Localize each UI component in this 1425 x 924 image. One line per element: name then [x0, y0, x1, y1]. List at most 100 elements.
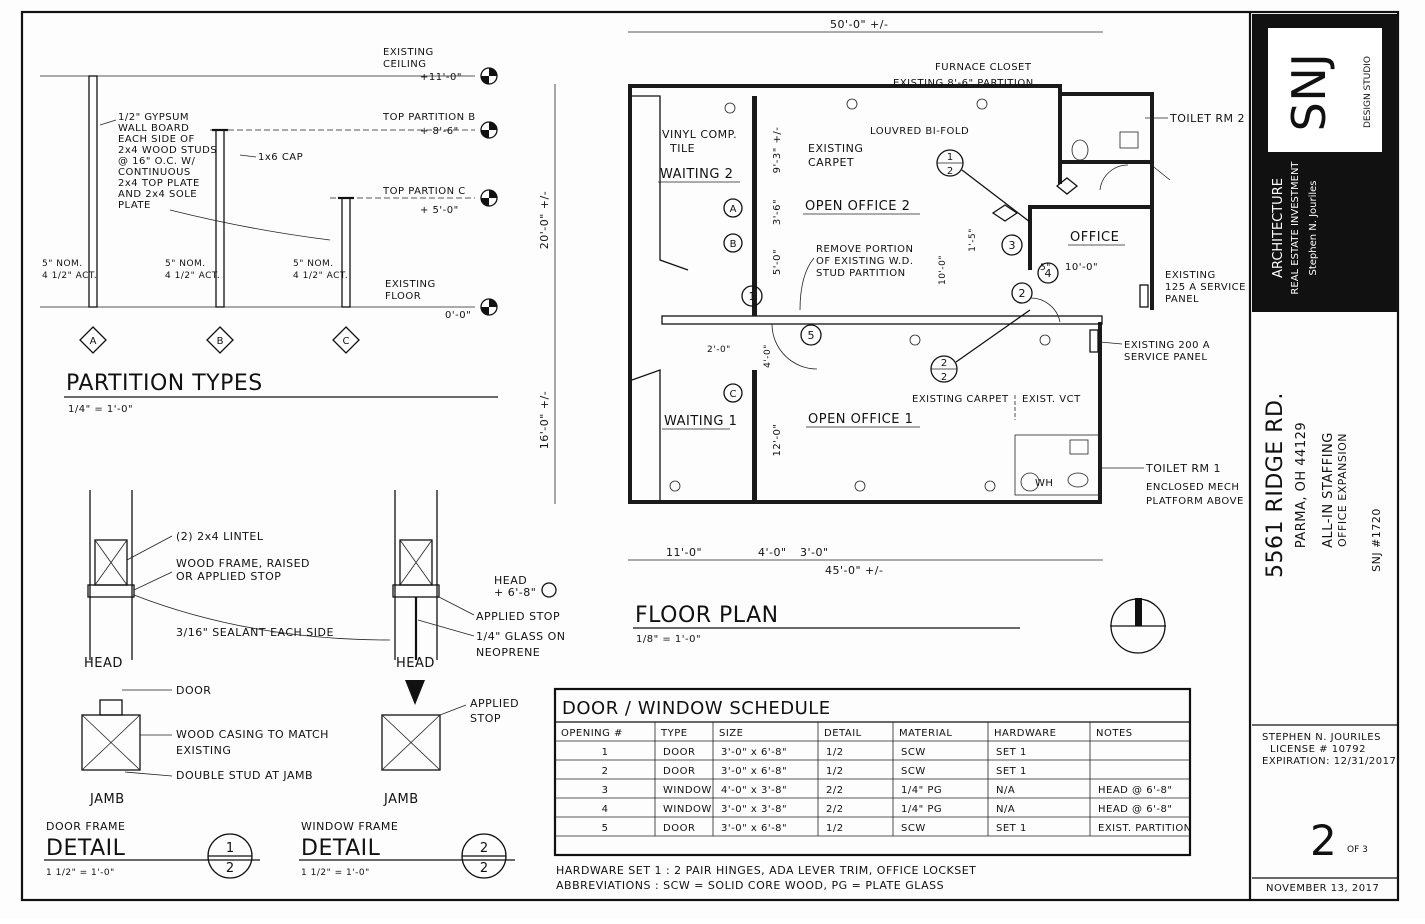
project-number: SNJ #1720	[1370, 508, 1383, 572]
partition-tag-c-label: C	[343, 336, 350, 347]
fixture-1	[724, 102, 736, 114]
window-tag-c-label: C	[730, 389, 737, 400]
wall-south	[628, 500, 1102, 504]
dim-4-0: 4'-0"	[763, 344, 773, 368]
schedule-cell: 4'-0" x 3'-8"	[721, 785, 787, 796]
schedule-cell: DOOR	[663, 747, 695, 758]
window-head-level-symbol	[541, 582, 557, 598]
door-detail-title1: DOOR FRAME	[46, 820, 125, 833]
project-desc-line1: ALL-IN STAFFING	[1321, 432, 1336, 548]
wall-office-west	[1028, 205, 1032, 270]
partition-tag-b-diamond	[206, 326, 234, 354]
window-note-neoprene: NEOPRENE	[476, 646, 540, 659]
partition-note-7: 2x4 TOP PLATE	[118, 178, 200, 189]
wall-toilet2-south	[1058, 160, 1153, 164]
schedule-cell: HEAD @ 6'-8"	[1098, 785, 1172, 796]
dim-5in: 5"	[1040, 263, 1051, 273]
partition-a	[88, 75, 98, 308]
schedule-cell: WINDOW	[663, 804, 712, 815]
logo-side-text: DESIGN STUDIO	[1363, 56, 1373, 128]
level-ceiling-label2: CEILING	[383, 59, 427, 70]
label-carpet: CARPET	[808, 156, 854, 169]
door-jamb-label: JAMB	[89, 792, 125, 807]
window-frame-detail: HEAD JAMB WINDOW FRAME DETAIL 1 1/2" = 1…	[299, 490, 565, 879]
window-tag-a: A	[723, 198, 743, 218]
door-tag-3-circle	[1001, 234, 1023, 256]
section-ref-2-sheet: 2	[941, 372, 947, 383]
window-tag-b: B	[723, 233, 743, 253]
dim-top: 50'-0" +/-	[830, 18, 888, 31]
partition-note-6: CONTINUOUS	[118, 167, 191, 178]
schedule-cell: 1/4" PG	[901, 804, 942, 815]
partition-tag-a-label: A	[90, 336, 97, 347]
license-line2: LICENSE # 10792	[1270, 744, 1366, 755]
window-tag-corridor	[1055, 177, 1079, 195]
room-open-office2: OPEN OFFICE 2	[805, 199, 910, 214]
toilet1-wc	[1067, 472, 1089, 488]
sheet-number: 2	[1310, 816, 1337, 865]
level-b-elev: + 8'-6"	[420, 126, 459, 137]
schedule-cell: 1/4" PG	[901, 785, 942, 796]
dim-bottom-1: 11'-0"	[666, 546, 702, 559]
label-existing-carpet2: EXISTING CARPET	[912, 394, 1009, 405]
level-symbol-b-fill	[481, 122, 497, 138]
firm-line2: REAL ESTATE INVESTMENT	[1290, 161, 1301, 295]
door-tag-2-circle	[1011, 282, 1033, 304]
water-heater	[1020, 472, 1040, 492]
schedule-cell: 5	[602, 823, 609, 834]
dim-left-lower: 16'-0" +/-	[538, 391, 551, 449]
label-furnace: FURNACE CLOSET	[935, 62, 1032, 73]
label-existing-carpet: EXISTING	[808, 142, 863, 155]
toilet1-room	[1014, 434, 1101, 496]
door-tag-2-label: 2	[1019, 287, 1026, 300]
schedule-cell: WINDOW	[663, 785, 712, 796]
fixture-2	[846, 98, 858, 110]
fixture-5	[1039, 334, 1051, 346]
fixture-6	[854, 480, 866, 492]
door-tag-5: 5	[800, 324, 822, 346]
dim-12-0: 12'-0"	[772, 423, 783, 456]
door-swing-5	[771, 323, 818, 370]
floor-plan-title: FLOOR PLAN	[635, 603, 779, 628]
window-detail-title1: WINDOW FRAME	[301, 820, 398, 833]
bay-window-lower	[631, 369, 661, 500]
dim-1-5: 1'-5"	[968, 228, 978, 252]
act-c: 4 1/2" ACT.	[293, 271, 348, 281]
level-floor: EXISTING FLOOR 0'-0"	[385, 279, 498, 321]
door-tag-5-circle	[800, 324, 822, 346]
partition-types: 1/2" GYPSUM WALL BOARD EACH SIDE OF 2x4 …	[40, 47, 498, 415]
level-symbol-floor-fill	[481, 299, 497, 315]
door-tag-4: 4	[1037, 262, 1059, 284]
sheet-of: OF 3	[1347, 845, 1368, 855]
wall-west	[628, 84, 632, 504]
door-tag-3: 3	[1001, 234, 1023, 256]
partition-note-1: 1/2" GYPSUM	[118, 112, 189, 123]
section-ref-2: 2 2	[930, 309, 1031, 383]
level-floor-elev: 0'-0"	[445, 310, 471, 321]
door-note-stud: DOUBLE STUD AT JAMB	[176, 769, 313, 782]
label-remove1: REMOVE PORTION	[816, 244, 913, 255]
schedule-title: DOOR / WINDOW SCHEDULE	[562, 698, 831, 719]
north-arrow	[1110, 598, 1166, 654]
partition-tag-b: B	[206, 326, 234, 354]
label-wh: WH	[1035, 478, 1053, 489]
door-head-frame	[87, 584, 135, 598]
door-tag-4-label: 4	[1045, 267, 1052, 280]
section-ref-2-num: 2	[941, 358, 947, 369]
door-swing-2	[1029, 297, 1061, 323]
window-tag-b-circle	[723, 233, 743, 253]
schedule-footnote-abbrev: ABBREVIATIONS : SCW = SOLID CORE WOOD, P…	[556, 879, 944, 892]
label-vinyl: VINYL COMP.	[662, 128, 737, 141]
door-leaf-toilet2	[1144, 159, 1171, 181]
schedule-cell: 2/2	[826, 804, 844, 815]
level-floor-label2: FLOOR	[385, 291, 421, 302]
partition-tag-a-diamond	[79, 326, 107, 354]
window-head-elev: + 6'-8"	[494, 586, 536, 599]
window-note-applied-stop: STOP	[470, 712, 501, 725]
door-detail-scale: 1 1/2" = 1'-0"	[46, 868, 115, 878]
license-line1: STEPHEN N. JOURILES	[1262, 732, 1381, 743]
issue-date: NOVEMBER 13, 2017	[1266, 883, 1379, 894]
schedule-cell: 3	[602, 785, 609, 796]
wall-office-north	[1028, 205, 1150, 209]
dim-left-upper: 20'-0" +/-	[538, 191, 551, 249]
